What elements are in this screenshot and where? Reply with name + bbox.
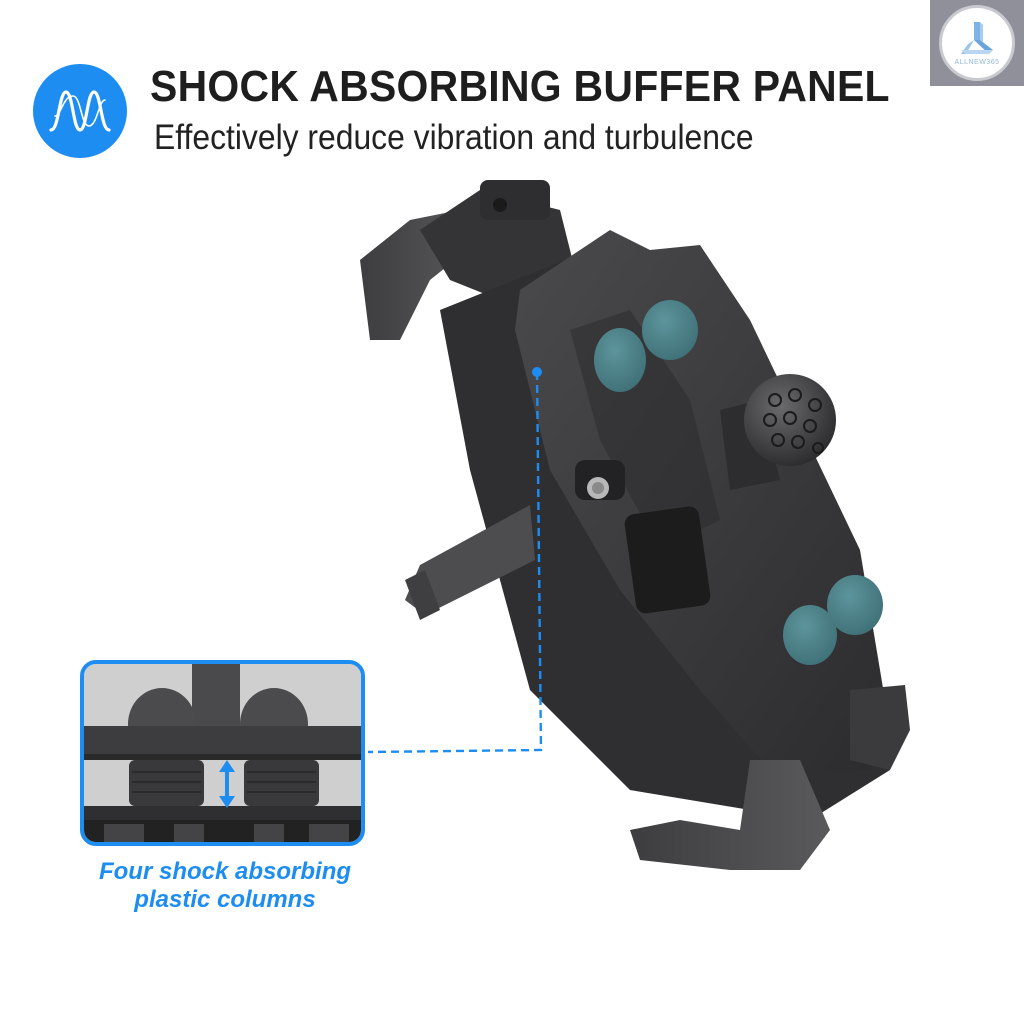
teal-rubber-pads-top bbox=[594, 300, 698, 392]
brand-watermark: ALLNEW365 bbox=[930, 0, 1024, 86]
brand-name: ALLNEW365 bbox=[954, 59, 1000, 66]
double-headed-vertical-arrow-icon bbox=[219, 760, 235, 808]
feature-title: SHOCK ABSORBING BUFFER PANEL bbox=[150, 62, 890, 111]
inset-closeup bbox=[80, 660, 365, 846]
triangle-cubes-logo-icon bbox=[961, 22, 993, 54]
center-slot bbox=[624, 506, 711, 614]
feature-subtitle: Effectively reduce vibration and turbule… bbox=[154, 118, 754, 157]
upper-clamp-arms bbox=[360, 180, 580, 340]
ball-joint bbox=[720, 374, 836, 490]
caption-line-2: plastic columns bbox=[134, 886, 316, 913]
screw bbox=[575, 460, 625, 500]
lower-clamp-arms bbox=[630, 685, 910, 870]
waveform-vibration-icon bbox=[49, 90, 111, 132]
caption-line-1: Four shock absorbing bbox=[98, 858, 352, 885]
shock-columns-photo bbox=[84, 664, 361, 842]
feature-icon-badge bbox=[33, 64, 127, 158]
phone-holder-image bbox=[360, 180, 910, 870]
teal-rubber-pads-bottom bbox=[783, 575, 883, 665]
inset-caption: Four shock absorbing plastic columns bbox=[75, 858, 375, 914]
brand-logo: ALLNEW365 bbox=[939, 5, 1015, 81]
